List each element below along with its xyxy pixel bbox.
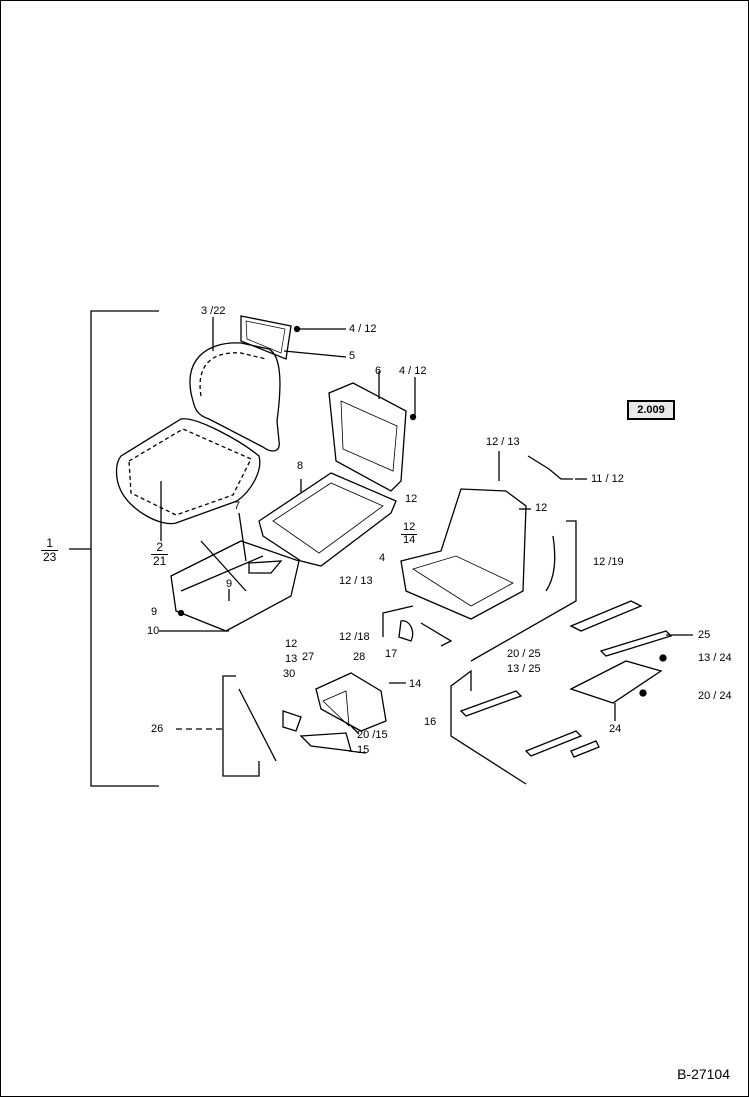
callout-slider: 7 xyxy=(234,500,241,512)
callout-13d: 13 xyxy=(285,653,298,665)
seat-callout: 2 21 xyxy=(151,541,169,568)
seat-cushion xyxy=(115,418,261,525)
callout-adjust-rail: 11 / 12 xyxy=(591,473,624,485)
callout-14: 14 xyxy=(409,678,422,690)
callout-12c: 12 xyxy=(285,638,298,650)
rail-plate xyxy=(569,660,663,704)
callout-headrest-screw: 4 / 12 xyxy=(349,323,377,335)
suspension-housing xyxy=(315,672,387,732)
lever-arm xyxy=(299,732,352,752)
callout-lever: 12 /19 xyxy=(593,556,624,568)
callout-plate-nut: 13 / 24 xyxy=(698,652,732,664)
callout-housing: 28 xyxy=(353,651,366,663)
reference-box-2009[interactable]: 2.009 xyxy=(627,400,675,420)
callout-plate-screw: 20 / 24 xyxy=(698,690,732,702)
callout-17: 17 xyxy=(385,648,398,660)
seat-callout-quantity: 21 xyxy=(153,553,167,568)
callout-headrest: 5 xyxy=(349,350,356,362)
assembly-callout-quantity: 23 xyxy=(43,549,57,564)
document-id: B-27104 xyxy=(677,1066,730,1082)
callout-seat-shell: 6 xyxy=(375,365,382,377)
callout-frame-12b: 12 xyxy=(405,493,418,505)
callout-pin-9b: 9 xyxy=(151,606,158,618)
callout-suspension: 27 xyxy=(302,651,315,663)
callout-nut: 12 / 13 xyxy=(339,575,373,587)
callout-seat-frame: 12 xyxy=(535,502,548,514)
callout-30: 30 xyxy=(283,668,296,680)
callout-base-frame: 10 xyxy=(147,625,160,637)
callout-screw-4: 4 xyxy=(379,552,386,564)
callout-bracket: 12 /18 xyxy=(339,631,370,643)
callout-rail-screw: 20 / 25 xyxy=(507,648,541,660)
seat-pan xyxy=(258,472,397,567)
callout-backrest: 3 /22 xyxy=(201,305,226,317)
headrest-plate xyxy=(240,315,292,360)
slide-rail-bottom xyxy=(599,630,673,657)
callout-gas-spring: 26 xyxy=(151,723,164,735)
callout-slide-rails: 25 xyxy=(698,629,711,641)
callout-shell-screw: 4 / 12 xyxy=(399,365,427,377)
callout-rail-plate: 24 xyxy=(609,723,622,735)
seat-callout-number: 2 xyxy=(151,541,169,555)
assembly-callout: 1 23 xyxy=(41,537,59,564)
seat-shell-back xyxy=(328,382,407,492)
callout-12-14: 12 14 xyxy=(401,521,418,546)
backrest-cushion xyxy=(189,342,281,452)
callout-16: 16 xyxy=(424,716,437,728)
callout-rail-nut: 13 / 25 xyxy=(507,663,541,675)
assembly-callout-number: 1 xyxy=(41,537,59,551)
adjust-rail xyxy=(527,455,573,480)
callout-pivot-screw: 20 /15 xyxy=(357,729,388,741)
callout-lever-arm: 15 xyxy=(357,744,370,756)
callout-pin-9a: 9 xyxy=(226,578,233,590)
seat-frame xyxy=(400,488,527,620)
base-frame xyxy=(170,540,300,632)
callout-frame-bolt: 12 / 13 xyxy=(486,436,520,448)
assembly-bracket xyxy=(90,310,159,787)
callout-seat-pan: 8 xyxy=(297,460,304,472)
slide-rail-top xyxy=(569,600,643,632)
